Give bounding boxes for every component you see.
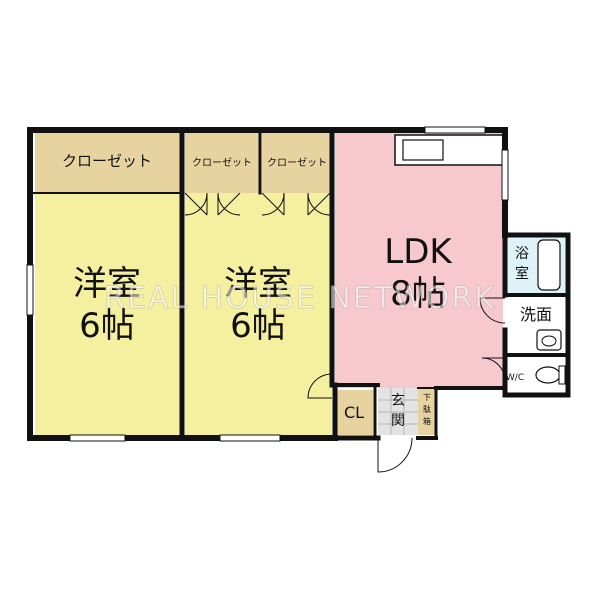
cl-area — [335, 390, 373, 435]
closet-left-area — [35, 133, 180, 193]
bathtub-icon — [537, 239, 561, 291]
washbasin-bowl-icon — [541, 335, 557, 347]
western-room-left-area — [35, 193, 180, 435]
closet-mid-b-area — [262, 133, 332, 193]
kitchen-sink — [402, 139, 444, 161]
geta-bako-label-3: 箱 — [423, 416, 431, 426]
closet-mid-a-area — [185, 133, 260, 193]
closet-mid-a-label: クローゼット — [192, 157, 252, 169]
western-room-left-name: 洋室 — [73, 264, 141, 304]
ldk-size: 8帖 — [390, 274, 446, 314]
genkan-label-1: 玄 — [391, 392, 405, 409]
genkan-floor-pattern — [378, 388, 418, 435]
closet-mid-b-label: クローゼット — [267, 157, 327, 169]
watermark: REAL HOUSE NETWORK — [104, 281, 496, 316]
geta-bako-label-1: 下 — [423, 393, 431, 402]
bath-label-1: 浴 — [515, 246, 529, 262]
toilet-icon — [535, 366, 561, 384]
geta-bako-area — [418, 388, 436, 435]
western-room-right-name: 洋室 — [224, 264, 292, 304]
wc-label: W/C — [506, 373, 524, 383]
cl-label: CL — [344, 403, 364, 422]
ldk-name: LDK — [384, 232, 453, 272]
western-room-left-size: 6帖 — [79, 306, 135, 346]
windows — [26, 126, 509, 442]
toilet-tank-icon — [558, 365, 566, 385]
geta-bako-label-2: 駄 — [423, 404, 431, 414]
washroom-label: 洗面 — [520, 305, 552, 324]
genkan-label-2: 関 — [391, 413, 405, 429]
doors — [184, 192, 506, 473]
ldk-area — [335, 133, 503, 388]
western-room-right-size: 6帖 — [230, 306, 286, 346]
western-room-right-area — [185, 193, 332, 435]
bath-label-2: 室 — [515, 265, 529, 282]
closet-left-label: クローゼット — [62, 152, 152, 170]
